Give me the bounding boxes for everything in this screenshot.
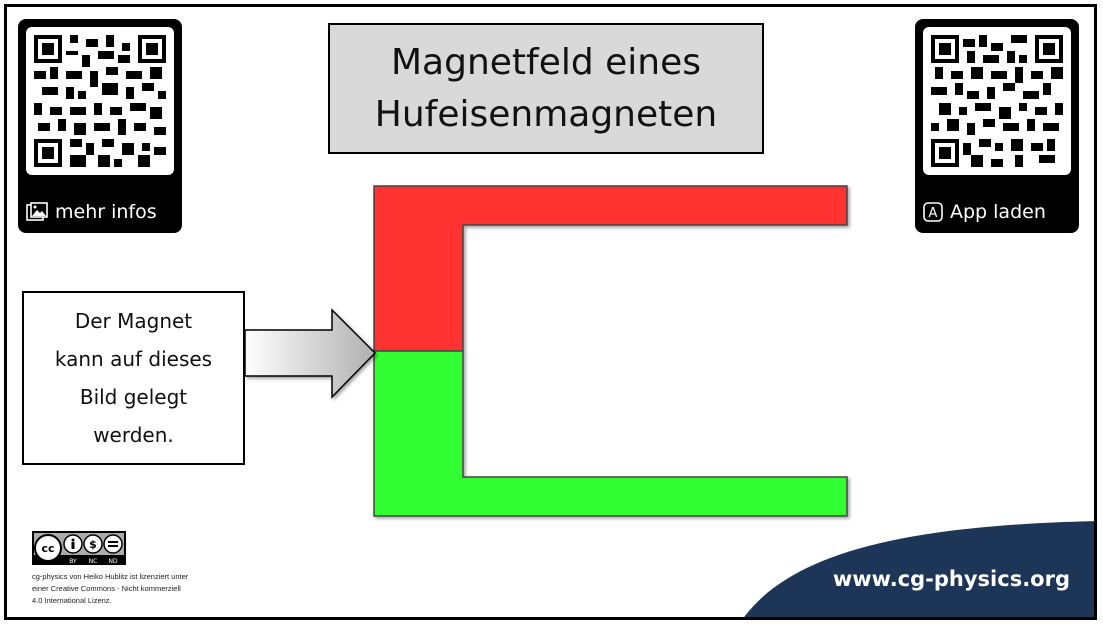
magnet-south-pole <box>373 350 848 517</box>
qr-code-more-info[interactable] <box>26 27 174 175</box>
instruction-note: Der Magnet kann auf dieses Bild gelegt w… <box>22 291 245 465</box>
svg-text:$: $ <box>89 538 97 551</box>
qr-label-more-info[interactable]: mehr infos <box>26 201 174 223</box>
magnet-north-pole <box>373 185 848 352</box>
footer-wave <box>744 521 1094 617</box>
title-line-1: Magnetfeld eines <box>390 41 702 83</box>
slide-frame: Magnetfeld eines Hufeisenmagneten <box>4 4 1097 620</box>
app-load-label: App laden <box>950 201 1046 223</box>
license-line-1: cg-physics von Heiko Hublitz ist lizenzi… <box>32 572 189 581</box>
app-icon: A <box>923 202 943 222</box>
license-line-2: einer Creative Commons - Nicht kommerzie… <box>32 584 181 593</box>
horseshoe-magnet <box>373 185 848 517</box>
license-line-3: 4.0 International Lizenz. <box>32 596 112 605</box>
license-block: cc $ BY NC ND cg-physics von Heiko Hubli… <box>32 531 232 607</box>
diagram-canvas <box>244 185 1094 617</box>
arrow-pointer <box>244 308 377 399</box>
svg-text:cc: cc <box>41 542 54 555</box>
title-line-2: Hufeisenmagneten <box>374 93 718 135</box>
qr-card-more-info[interactable]: mehr infos <box>18 19 182 233</box>
note-line-2: kann auf dieses <box>54 347 213 371</box>
qr-code-app[interactable] <box>923 27 1071 175</box>
website-link[interactable]: www.cg-physics.org <box>832 567 1070 591</box>
qr-card-app[interactable]: A App laden <box>915 19 1079 233</box>
svg-text:BY: BY <box>69 558 77 565</box>
title-box: Magnetfeld eines Hufeisenmagneten <box>328 23 764 154</box>
more-info-label: mehr infos <box>55 201 157 223</box>
note-line-1: Der Magnet <box>74 309 193 333</box>
note-line-3: Bild gelegt <box>79 385 188 409</box>
cc-license-badge[interactable]: cc $ BY NC ND <box>32 531 126 565</box>
image-icon <box>26 202 48 221</box>
svg-text:A: A <box>929 206 938 221</box>
note-line-4: werden. <box>93 423 174 447</box>
qr-label-app[interactable]: A App laden <box>923 201 1071 223</box>
svg-text:NC: NC <box>89 558 98 565</box>
svg-text:ND: ND <box>108 558 117 565</box>
license-text: cg-physics von Heiko Hublitz ist lizenzi… <box>32 571 232 607</box>
